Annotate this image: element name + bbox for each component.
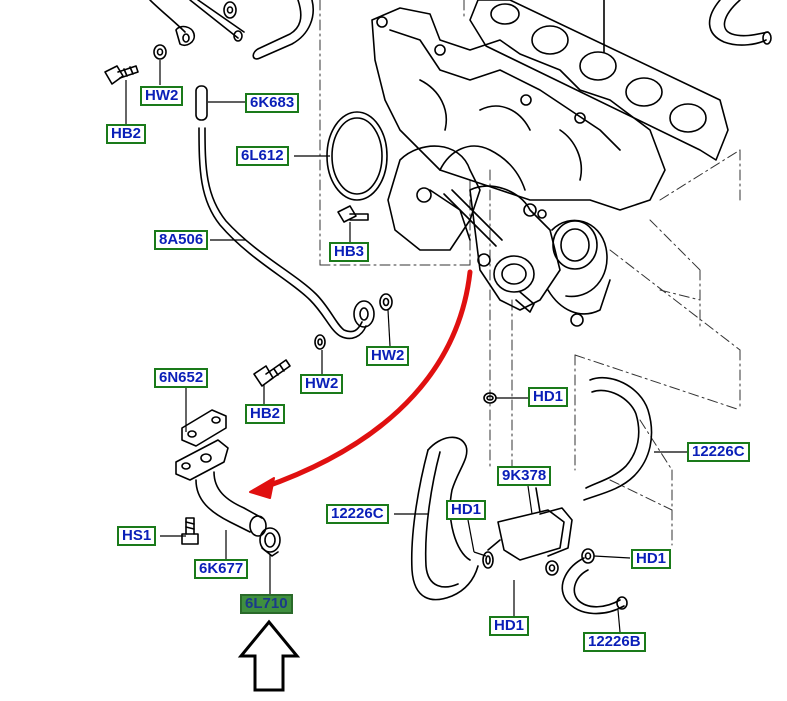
part-label-6k677[interactable]: 6K677 (194, 559, 249, 579)
part-label-hd1[interactable]: HD1 (446, 500, 487, 520)
part-label-hd1[interactable]: HD1 (489, 616, 530, 636)
part-label-12226c[interactable]: 12226C (326, 504, 389, 524)
part-label-8a506[interactable]: 8A506 (154, 230, 209, 250)
part-label-hw2[interactable]: HW2 (300, 374, 344, 394)
part-label-12226b[interactable]: 12226B (583, 632, 646, 652)
part-label-6l710-selected[interactable]: 6L710 (240, 594, 293, 614)
part-label-hb3[interactable]: HB3 (329, 242, 370, 262)
part-label-12226c[interactable]: 12226C (687, 442, 750, 462)
part-label-6l612[interactable]: 6L612 (236, 146, 289, 166)
part-label-6n652[interactable]: 6N652 (154, 368, 209, 388)
part-label-hd1[interactable]: HD1 (528, 387, 569, 407)
part-label-9k378[interactable]: 9K378 (497, 466, 552, 486)
part-label-hw2[interactable]: HW2 (366, 346, 410, 366)
part-label-hb2[interactable]: HB2 (245, 404, 286, 424)
part-label-hd1[interactable]: HD1 (631, 549, 672, 569)
part-label-hb2[interactable]: HB2 (106, 124, 147, 144)
part-label-6k683[interactable]: 6K683 (245, 93, 300, 113)
part-label-hs1[interactable]: HS1 (117, 526, 157, 546)
part-label-hw2[interactable]: HW2 (140, 86, 184, 106)
